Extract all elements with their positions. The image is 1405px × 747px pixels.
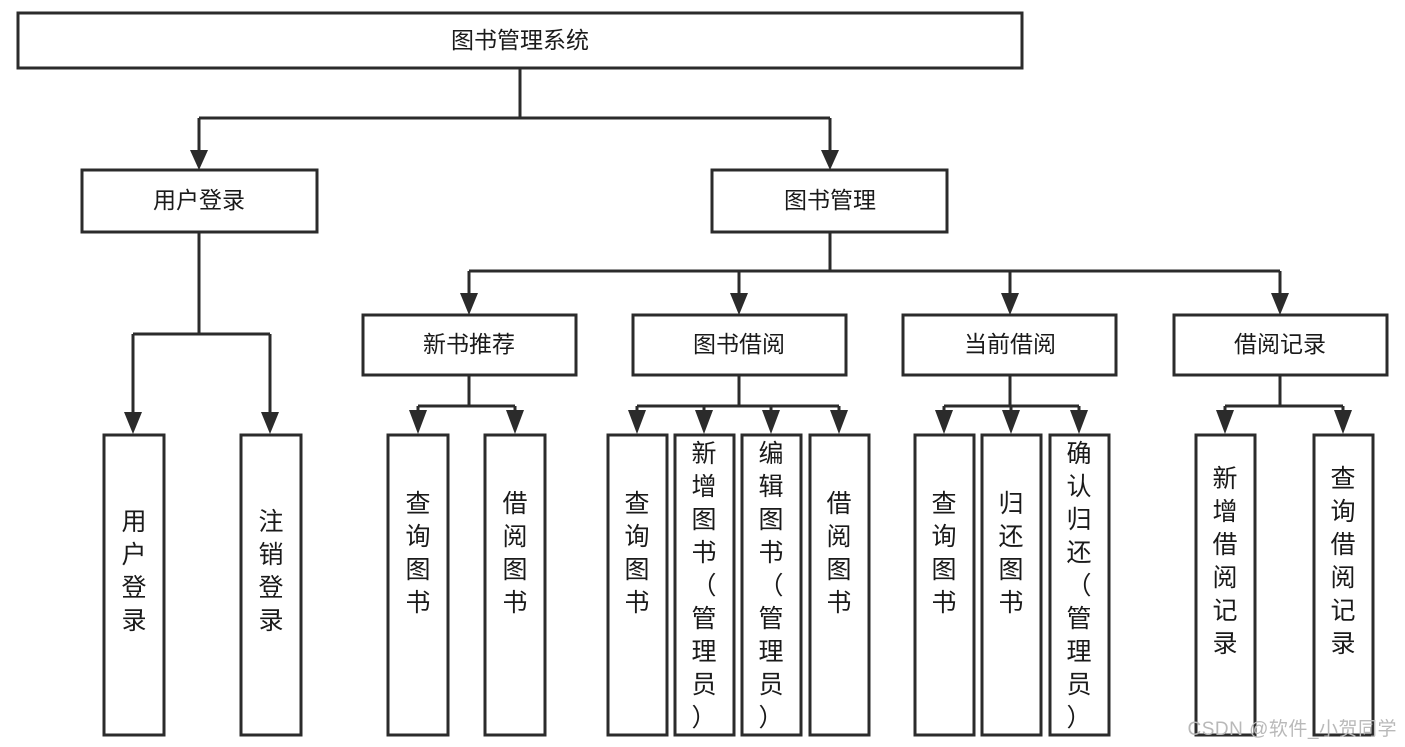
node-root[interactable]: 图书管理系统 bbox=[16, 11, 1024, 70]
node-user-login-box[interactable] bbox=[80, 168, 319, 234]
leaf-user-login-2-box[interactable] bbox=[239, 433, 303, 737]
arrow-head-leaf-current-borrow-2 bbox=[1002, 410, 1020, 434]
node-current-borrow-label: 当前借阅 bbox=[964, 331, 1056, 357]
leaf-new-book-1-box[interactable] bbox=[386, 433, 450, 737]
leaf-node[interactable]: 借阅图书 bbox=[808, 433, 871, 737]
leaf-book-borrow-4-label: 借阅图书 bbox=[826, 490, 851, 617]
leaf-node[interactable]: 新增借阅记录 bbox=[1194, 433, 1257, 737]
arrow-head-leaf-new-book-2 bbox=[506, 410, 524, 434]
leaf-node[interactable]: 查询图书 bbox=[606, 433, 669, 737]
arrow-head-new-book bbox=[460, 293, 478, 315]
leaf-book-borrow-2-box[interactable] bbox=[673, 433, 736, 737]
node-current-borrow-box[interactable] bbox=[901, 313, 1118, 377]
leaf-book-borrow-3-label: 编辑图书（管理员） bbox=[758, 440, 783, 732]
leaf-book-borrow-4-box[interactable] bbox=[808, 433, 871, 737]
leaf-node[interactable]: 确认归还（管理员） bbox=[1048, 433, 1111, 737]
leaf-current-borrow-3-label: 确认归还（管理员） bbox=[1066, 440, 1091, 732]
arrow-head-leaf-book-borrow-1 bbox=[628, 410, 646, 434]
arrow-head-leaf-user-login-2 bbox=[261, 412, 279, 434]
leaf-node[interactable]: 注销登录 bbox=[239, 433, 303, 737]
arrow-head-leaf-book-borrow-3 bbox=[762, 410, 780, 434]
node-book-borrow-box[interactable] bbox=[631, 313, 848, 377]
leaf-book-borrow-1-label: 查询图书 bbox=[624, 490, 649, 617]
connector-group-book-borrow bbox=[628, 375, 848, 434]
connector-group-book-mgmt bbox=[460, 232, 1289, 315]
node-user-login-label: 用户登录 bbox=[153, 187, 245, 213]
leaf-borrow-record-2-label: 查询借阅记录 bbox=[1330, 465, 1355, 658]
leaf-current-borrow-1-box[interactable] bbox=[913, 433, 976, 737]
connector-group-borrow-record bbox=[1216, 375, 1352, 434]
node-borrow-record[interactable]: 借阅记录 bbox=[1172, 313, 1389, 377]
leaf-node[interactable]: 查询图书 bbox=[913, 433, 976, 737]
leaf-user-login-1-box[interactable] bbox=[102, 433, 166, 737]
leaf-node[interactable]: 借阅图书 bbox=[483, 433, 547, 737]
leaf-current-borrow-2-box[interactable] bbox=[980, 433, 1043, 737]
leaf-book-borrow-3-box[interactable] bbox=[740, 433, 803, 737]
node-current-borrow[interactable]: 当前借阅 bbox=[901, 313, 1118, 377]
leaf-new-book-2-label: 借阅图书 bbox=[502, 490, 527, 617]
arrow-head-leaf-book-borrow-2 bbox=[695, 410, 713, 434]
leaf-node[interactable]: 新增图书（管理员） bbox=[673, 433, 736, 737]
leaf-node[interactable]: 归还图书 bbox=[980, 433, 1043, 737]
node-new-book-recommend-label: 新书推荐 bbox=[423, 331, 515, 357]
node-book-management-box[interactable] bbox=[710, 168, 949, 234]
leaf-user-login-1-label: 用户登录 bbox=[121, 508, 146, 635]
node-book-management[interactable]: 图书管理 bbox=[710, 168, 949, 234]
node-root-label: 图书管理系统 bbox=[451, 27, 589, 53]
arrow-head-leaf-new-book-1 bbox=[409, 410, 427, 434]
arrow-head-leaf-current-borrow-1 bbox=[935, 410, 953, 434]
leaf-node[interactable]: 查询借阅记录 bbox=[1312, 433, 1375, 737]
arrow-head-book-borrow bbox=[730, 293, 748, 315]
leaf-current-borrow-3-box[interactable] bbox=[1048, 433, 1111, 737]
node-new-book-recommend[interactable]: 新书推荐 bbox=[361, 313, 578, 377]
node-book-borrow-label: 图书借阅 bbox=[693, 331, 785, 357]
leaf-book-borrow-2-label: 新增图书（管理员） bbox=[691, 440, 716, 732]
node-borrow-record-label: 借阅记录 bbox=[1234, 331, 1326, 357]
leaf-borrow-record-1-label: 新增借阅记录 bbox=[1212, 465, 1237, 658]
leaf-borrow-record-2-box[interactable] bbox=[1312, 433, 1375, 737]
arrow-head-current-borrow bbox=[1001, 293, 1019, 315]
node-new-book-recommend-box[interactable] bbox=[361, 313, 578, 377]
arrow-head-borrow-record bbox=[1271, 293, 1289, 315]
leaf-borrow-record-1-box[interactable] bbox=[1194, 433, 1257, 737]
node-book-borrow[interactable]: 图书借阅 bbox=[631, 313, 848, 377]
node-root-box[interactable] bbox=[16, 11, 1024, 70]
leaf-node[interactable]: 查询图书 bbox=[386, 433, 450, 737]
node-book-management-label: 图书管理 bbox=[784, 187, 876, 213]
leaf-book-borrow-1-box[interactable] bbox=[606, 433, 669, 737]
arrow-head-user-login bbox=[190, 150, 208, 170]
leaf-new-book-1-label: 查询图书 bbox=[405, 490, 430, 617]
connector-group-user-login bbox=[124, 232, 279, 434]
connector-group-new-book bbox=[409, 375, 524, 434]
leaf-node[interactable]: 用户登录 bbox=[102, 433, 166, 737]
connector-group-current-borrow bbox=[935, 375, 1088, 434]
leaf-node[interactable]: 编辑图书（管理员） bbox=[740, 433, 803, 737]
connector-group-root bbox=[190, 68, 839, 170]
arrow-head-book-mgmt bbox=[821, 150, 839, 170]
leaf-current-borrow-2-label: 归还图书 bbox=[998, 490, 1023, 617]
leaf-new-book-2-box[interactable] bbox=[483, 433, 547, 737]
leaf-current-borrow-1-label: 查询图书 bbox=[931, 490, 956, 617]
arrow-head-leaf-current-borrow-3 bbox=[1070, 410, 1088, 434]
arrow-head-leaf-book-borrow-4 bbox=[830, 410, 848, 434]
leaf-user-login-2-label: 注销登录 bbox=[258, 508, 283, 635]
arrow-head-leaf-borrow-record-2 bbox=[1334, 410, 1352, 434]
node-borrow-record-box[interactable] bbox=[1172, 313, 1389, 377]
node-user-login[interactable]: 用户登录 bbox=[80, 168, 319, 234]
arrow-head-leaf-borrow-record-1 bbox=[1216, 410, 1234, 434]
arrow-head-leaf-user-login-1 bbox=[124, 412, 142, 434]
